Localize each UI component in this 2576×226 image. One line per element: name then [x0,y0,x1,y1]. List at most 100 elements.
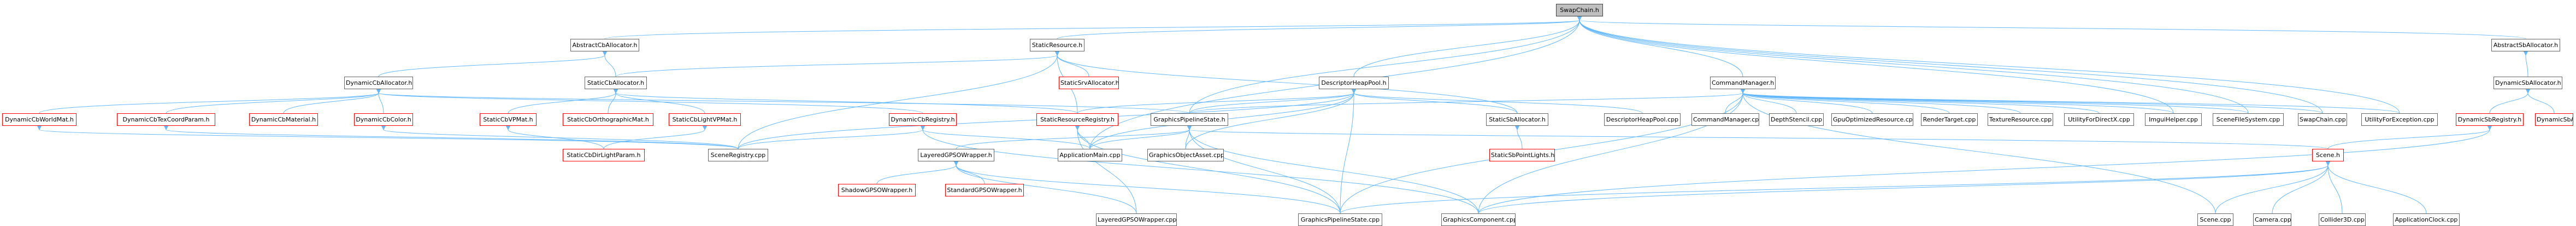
edge-dyn_sb_alloc_h-to-dyn_sb_animmat_h [2525,89,2555,114]
node-graphics-component-cpp[interactable]: GraphicsComponent.cpp [1441,213,1516,226]
node-collider3d-cpp[interactable]: Collider3D.cpp [2319,213,2366,226]
node-command-manager-cpp[interactable]: CommandManager.cpp [1691,113,1759,126]
edge-static_cb_vpmat_h-to-static_cb_dirlight_h [505,125,604,149]
edge-dyn_cb_registry_h-to-graphics_component_cpp [920,125,1479,214]
node-dynamic-sb-registry-h[interactable]: DynamicSbRegistry.h [2456,113,2524,126]
edge-static_resource_h-to-static_srv_alloc_h [1054,51,1089,77]
node-dynamic-cb-tex-coord-param-h[interactable]: DynamicCbTexCoordParam.h [117,113,215,126]
edge-abs_sb_alloc_h-to-dyn_sb_alloc_h [2523,51,2528,77]
node-imgui-helper-cpp[interactable]: ImguiHelper.cpp [2145,113,2202,126]
node-scene-h[interactable]: Scene.h [2312,149,2344,161]
edge-command_manager_h-to-texture_resource_cpp [1740,89,2021,114]
edge-command_manager_h-to-render_target_cpp [1740,89,1950,114]
edge-static_resource_h-to-static_sb_alloc_h [1054,51,1518,114]
node-descriptor-heap-pool-cpp[interactable]: DescriptorHeapPool.cpp [1604,113,1681,126]
edge-abs_cb_alloc_h-to-static_cb_alloc_h [602,51,616,77]
node-application-clock-cpp[interactable]: ApplicationClock.cpp [2393,213,2460,226]
node-dynamic-cb-registry-h[interactable]: DynamicCbRegistry.h [889,113,957,126]
node-static-cb-dir-light-param-h[interactable]: StaticCbDirLightParam.h [563,149,645,161]
node-texture-resource-cpp[interactable]: TextureResource.cpp [1988,113,2053,126]
node-static-cb-vp-mat-h[interactable]: StaticCbVPMat.h [480,113,537,126]
node-abstract-sb-allocator-h[interactable]: AbstractSbAllocator.h [2491,39,2560,51]
node-scene-cpp[interactable]: Scene.cpp [2197,213,2233,226]
edge-dyn_sb_registry_h-to-graphics_component_cpp [1478,125,2492,214]
edge-command_manager_h-to-utility_for_exception_cpp [1740,89,2400,114]
edge-scene_h-to-camera_cpp [2272,161,2331,214]
node-static-cb-orthographic-mat-h[interactable]: StaticCbOrthographicMat.h [563,113,653,126]
edge-static_cb_lightvp_h-to-static_cb_dirlight_h [603,125,708,149]
node-static-resource-registry-h[interactable]: StaticResourceRegistry.h [1036,113,1118,126]
edge-scene_h-to-scene_cpp [2215,161,2331,214]
node-dynamic-cb-world-mat-h[interactable]: DynamicCbWorldMat.h [2,113,76,126]
edge-static_cb_alloc_h-to-static_cb_lightvp_h [613,89,705,114]
node-static-sb-point-lights-h[interactable]: StaticSbPointLights.h [1489,149,1555,161]
node-standard-gpso-wrapper-h[interactable]: StandardGPSOWrapper.h [945,184,1024,196]
edge-command_manager_h-to-command_manager_cpp [1725,89,1746,114]
edge-layered_gpso_wrapper_h-to-shadow_gpso_wrapper_h [876,161,959,184]
edge-scene_h-to-graphics_pipeline_state_cpp [1340,161,2331,214]
edge-swapchain_h-to-imgui_helper_cpp [1577,16,2174,114]
node-dynamic-sb-anim-mat-h[interactable]: DynamicSbAnimMat.h [2535,113,2573,126]
edge-scene_h-to-graphics_component_cpp [1478,161,2331,214]
edge-static_cb_alloc_h-to-static_resource_registry_h [613,89,1078,114]
node-command-manager-h[interactable]: CommandManager.h [1710,77,1776,89]
edge-dyn_cb_worldmat_h-to-scene_registry_cpp [37,125,739,149]
edge-swapchain_h-to-command_manager_h [1577,16,1743,77]
edge-dyn_sb_registry_h-to-scene_h [2327,125,2492,149]
edge-static_cb_alloc_h-to-static_cb_ortho_h [608,89,618,114]
node-static-resource-h[interactable]: StaticResource.h [1030,39,1084,51]
edge-swapchain_h-to-descriptor_heap_pool_h [1353,16,1582,77]
edge-dyn_cb_registry_h-to-scene_registry_cpp [738,125,926,149]
edge-static_sb_alloc_h-to-static_sb_pointlights_h [1514,125,1523,149]
edge-graphics_pipeline_state_h-to-graphics_pipeline_state_cpp [1187,125,1341,214]
edge-descriptor_heap_pool_h-to-static_resource_registry_h [1077,89,1357,114]
node-scene-file-system-cpp[interactable]: SceneFileSystem.cpp [2213,113,2284,126]
edge-command_manager_h-to-scene_cpp [1740,89,2216,214]
node-swapchain-cpp[interactable]: SwapChain.cpp [2298,113,2347,126]
edge-layered_gpso_wrapper_h-to-layered_gpso_wrapper_cpp [953,161,1137,214]
node-graphics-pipeline-state-h[interactable]: GraphicsPipelineState.h [1151,113,1228,126]
edge-static_cb_alloc_h-to-static_cb_vpmat_h [508,89,618,114]
node-camera-cpp[interactable]: Camera.cpp [2253,213,2291,226]
edge-command_manager_h-to-utility_for_directx_cpp [1740,89,2100,114]
node-render-target-cpp[interactable]: RenderTarget.cpp [1921,113,1978,126]
node-graphics-object-asset-cpp[interactable]: GraphicsObjectAsset.cpp [1147,149,1224,161]
node-utility-for-exception-cpp[interactable]: UtilityForException.cpp [2361,113,2438,126]
edge-descriptor_heap_pool_h-to-static_sb_alloc_h [1351,89,1518,114]
node-static-srv-allocator-h[interactable]: StaticSrvAllocator.h [1059,77,1119,89]
node-dynamic-cb-color-h[interactable]: DynamicCbColor.h [354,113,413,126]
edge-static_resource_registry_h-to-layered_gpso_wrapper_cpp [1075,125,1137,214]
edge-swapchain_h-to-static_resource_h [1057,16,1582,39]
edge-static_resource_registry_h-to-graphics_pipeline_state_cpp [1075,125,1341,214]
node-static-cb-allocator-h[interactable]: StaticCbAllocator.h [585,77,647,89]
edge-static_resource_registry_h-to-application_main_cpp [1075,125,1090,149]
edge-abs_cb_alloc_h-to-dyn_cb_alloc_h [378,51,608,77]
node-application-main-cpp[interactable]: ApplicationMain.cpp [1058,149,1122,161]
node-gpu-optimized-resource-cpp[interactable]: GpuOptimizedResource.cpp [1831,113,1913,126]
edge-graphics_pipeline_state_h-to-application_main_cpp [1089,125,1192,149]
node-static-cb-light-vp-mat-h[interactable]: StaticCbLightVPMat.h [669,113,741,126]
edge-descriptor_heap_pool_h-to-graphics_pipeline_state_h [1189,89,1357,114]
edge-swapchain_h-to-utility_for_exception_cpp [1577,16,2400,114]
node-abstract-cb-allocator-h[interactable]: AbstractCbAllocator.h [570,39,639,51]
edge-graphics_pipeline_state_h-to-graphics_component_cpp [1187,125,1479,214]
edge-scene_h-to-application_clock_cpp [2325,161,2427,214]
node-dynamic-cb-material-h[interactable]: DynamicCbMaterial.h [249,113,318,126]
node-descriptor-heap-pool-h[interactable]: DescriptorHeapPool.h [1319,77,1389,89]
edge-dyn_cb_registry_h-to-application_main_cpp [920,125,1090,149]
node-scene-registry-cpp[interactable]: SceneRegistry.cpp [708,149,768,161]
node-depth-stencil-cpp[interactable]: DepthStencil.cpp [1769,113,1824,126]
node-shadow-gpso-wrapper-h[interactable]: ShadowGPSOWrapper.h [838,184,916,196]
node-static-sb-allocator-h[interactable]: StaticSbAllocator.h [1486,113,1548,126]
node-layered-gpso-wrapper-h[interactable]: LayeredGPSOWrapper.h [918,149,994,161]
edge-swapchain_h-to-swapchain_cpp [1577,16,2323,114]
node-utility-for-directx-cpp[interactable]: UtilityForDirectX.cpp [2064,113,2134,126]
edge-dyn_sb_alloc_h-to-dyn_sb_registry_h [2489,89,2531,114]
node-dynamic-cb-allocator-h[interactable]: DynamicCbAllocator.h [344,77,413,89]
node-layered-gpso-wrapper-cpp[interactable]: LayeredGPSOWrapper.cpp [1096,213,1177,226]
node-graphics-pipeline-state-cpp[interactable]: GraphicsPipelineState.cpp [1298,213,1382,226]
edge-dyn_cb_alloc_h-to-dyn_cb_material_h [283,89,381,114]
node-dynamic-sb-allocator-h[interactable]: DynamicSbAllocator.h [2494,77,2562,89]
edge-swapchain_h-to-abs_cb_alloc_h [604,16,1582,39]
